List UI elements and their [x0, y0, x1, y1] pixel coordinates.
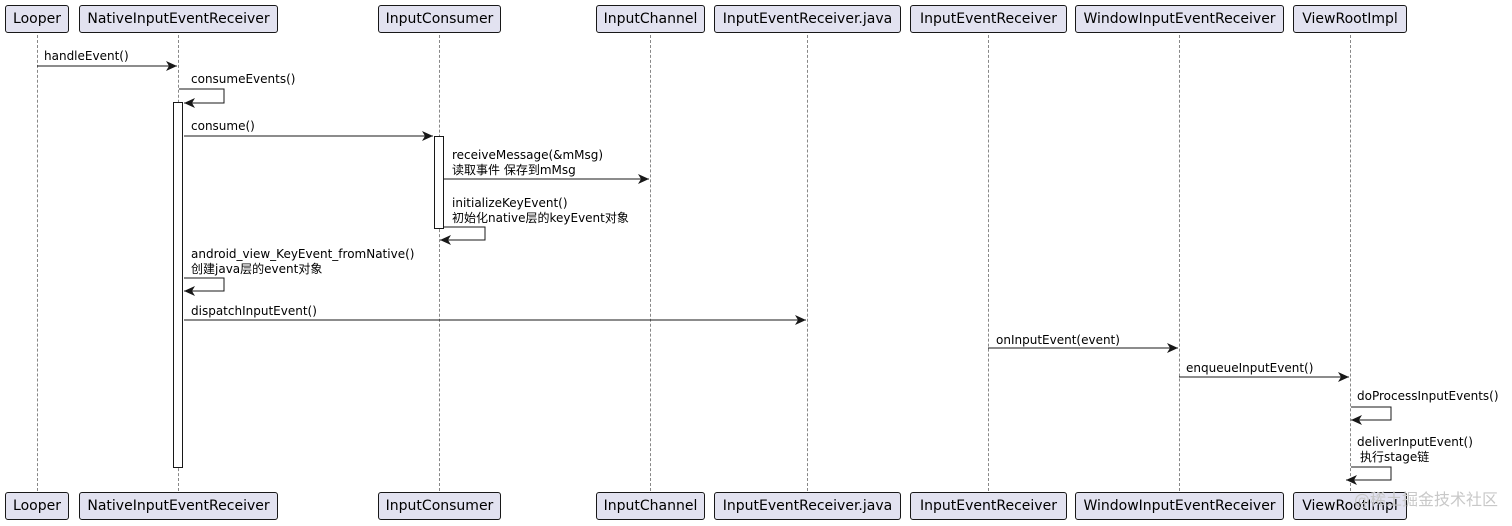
lifeline-input-channel	[650, 35, 651, 491]
label-consume: consume()	[191, 119, 255, 133]
participant-native-input-event-receiver-top: NativeInputEventReceiver	[79, 5, 278, 33]
label-initialize-key-event: initializeKeyEvent()	[452, 196, 568, 210]
activation-input-consumer	[434, 136, 444, 229]
label-handle-event: handleEvent()	[44, 49, 129, 63]
participant-input-event-receiver-java-bottom: InputEventReceiver.java	[714, 492, 901, 520]
participant-looper-bottom: Looper	[5, 492, 69, 520]
lifeline-looper	[37, 35, 38, 491]
participant-input-event-receiver-java-top: InputEventReceiver.java	[714, 5, 901, 33]
participant-input-consumer-bottom: InputConsumer	[378, 492, 501, 520]
participant-native-input-event-receiver-bottom: NativeInputEventReceiver	[79, 492, 278, 520]
participant-input-event-receiver-bottom: InputEventReceiver	[910, 492, 1067, 520]
lifeline-input-event-receiver	[988, 35, 989, 491]
label-enqueue-input-event: enqueueInputEvent()	[1186, 361, 1314, 375]
label-key-event-from-native-note: 创建java层的event对象	[191, 262, 323, 276]
label-dispatch-input-event: dispatchInputEvent()	[191, 304, 317, 318]
participant-looper-top: Looper	[5, 5, 69, 33]
participant-window-input-event-receiver-top: WindowInputEventReceiver	[1075, 5, 1284, 33]
participant-input-event-receiver-top: InputEventReceiver	[910, 5, 1067, 33]
label-key-event-from-native: android_view_KeyEvent_fromNative()	[191, 247, 415, 261]
label-deliver-input-event-note: 执行stage链	[1360, 450, 1430, 464]
activation-native-input-event-receiver	[173, 102, 183, 468]
label-on-input-event: onInputEvent(event)	[996, 333, 1120, 347]
label-do-process-input-events: doProcessInputEvents()	[1357, 389, 1499, 403]
arrow-consume-events	[179, 88, 225, 108]
arrow-do-process-input-events	[1351, 406, 1392, 425]
label-initialize-key-event-note: 初始化native层的keyEvent对象	[452, 211, 629, 225]
participant-window-input-event-receiver-bottom: WindowInputEventReceiver	[1075, 492, 1284, 520]
watermark: @稀土掘金技术社区	[1353, 490, 1498, 509]
participant-view-root-impl-top: ViewRootImpl	[1293, 5, 1407, 33]
lifeline-view-root-impl	[1350, 35, 1351, 491]
lifeline-window-input-event-receiver	[1179, 35, 1180, 491]
label-consume-events: consumeEvents()	[191, 72, 296, 86]
lifeline-input-consumer	[439, 35, 440, 491]
arrow-key-event-from-native	[184, 277, 225, 296]
label-receive-message-note: 读取事件 保存到mMsg	[452, 163, 576, 177]
arrow-initialize-key-event	[440, 226, 486, 245]
participant-input-channel-top: InputChannel	[596, 5, 705, 33]
arrow-deliver-input-event	[1346, 466, 1392, 485]
label-receive-message: receiveMessage(&mMsg)	[452, 148, 604, 162]
label-deliver-input-event: deliverInputEvent()	[1357, 435, 1473, 449]
participant-view-root-impl-bottom: ViewRootImpl	[1293, 492, 1407, 520]
lifeline-input-event-receiver-java	[807, 35, 808, 491]
participant-input-channel-bottom: InputChannel	[596, 492, 705, 520]
participant-input-consumer-top: InputConsumer	[378, 5, 501, 33]
